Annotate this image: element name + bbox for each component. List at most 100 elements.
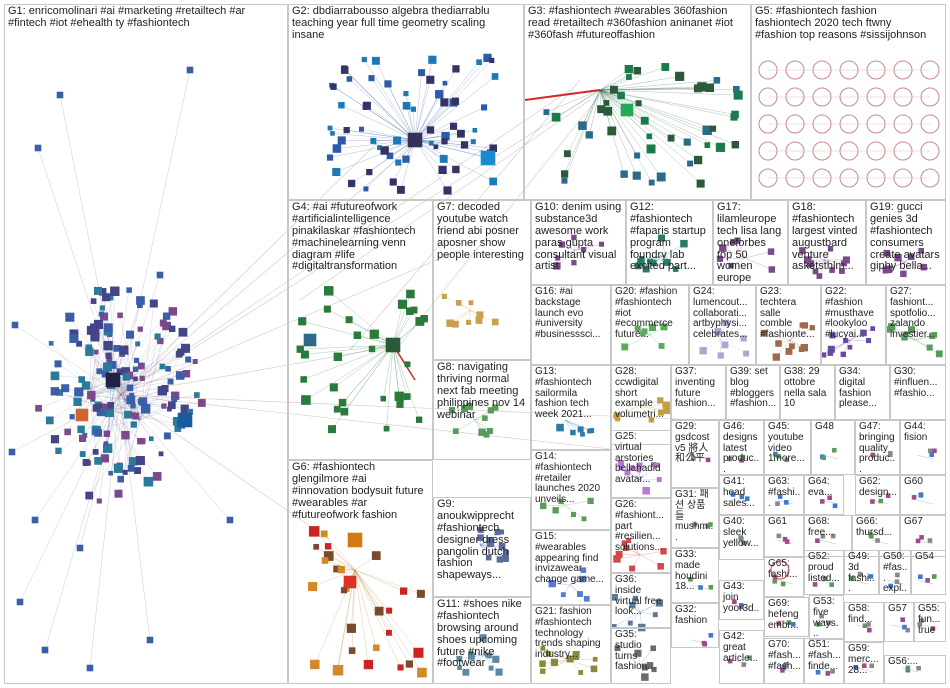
- network-node: [801, 344, 808, 351]
- network-node: [715, 328, 722, 335]
- network-edge: [600, 90, 707, 145]
- network-node: [364, 187, 368, 191]
- network-node: [447, 320, 454, 327]
- network-node: [482, 416, 487, 421]
- network-node: [499, 543, 505, 549]
- network-node: [153, 472, 161, 480]
- network-node: [932, 575, 936, 579]
- network-node: [456, 300, 461, 305]
- network-node: [139, 398, 147, 406]
- network-node: [816, 670, 820, 674]
- network-node: [104, 341, 113, 350]
- network-node: [136, 456, 144, 464]
- network-node: [417, 590, 424, 597]
- network-node: [732, 600, 736, 604]
- network-node: [662, 63, 669, 70]
- network-node: [163, 323, 170, 330]
- network-node: [55, 361, 61, 367]
- network-node: [301, 376, 307, 382]
- network-node: [552, 113, 560, 121]
- network-node: [862, 664, 866, 668]
- network-edge: [543, 505, 565, 506]
- network-node: [828, 246, 833, 251]
- network-node: [875, 539, 879, 543]
- network-node: [702, 641, 706, 645]
- network-node: [466, 320, 470, 324]
- network-node: [651, 646, 656, 651]
- network-node: [95, 457, 102, 464]
- network-node: [931, 627, 935, 631]
- network-node: [841, 352, 846, 357]
- network-node: [79, 377, 85, 383]
- network-node: [384, 426, 389, 431]
- network-node: [87, 391, 95, 399]
- network-node: [122, 431, 130, 439]
- network-edge: [564, 90, 600, 181]
- network-node: [661, 324, 667, 330]
- network-node: [338, 566, 345, 573]
- network-node: [386, 630, 391, 635]
- network-node: [140, 376, 145, 381]
- network-node: [625, 470, 630, 475]
- network-node: [664, 408, 670, 414]
- network-node: [604, 100, 609, 105]
- network-node: [421, 315, 428, 322]
- network-node: [348, 180, 355, 187]
- network-node: [777, 454, 781, 458]
- network-node: [722, 342, 728, 348]
- network-node: [473, 128, 477, 132]
- network-node: [359, 127, 363, 131]
- network-node: [731, 492, 735, 496]
- network-node: [691, 456, 695, 460]
- network-edge: [120, 250, 460, 395]
- network-node: [348, 533, 362, 547]
- network-node: [330, 384, 337, 391]
- network-node: [684, 139, 691, 146]
- network-node: [489, 666, 493, 670]
- network-node: [321, 531, 327, 537]
- network-node: [593, 657, 597, 661]
- network-node: [546, 651, 551, 656]
- network-node: [883, 267, 889, 273]
- network-edge: [625, 335, 650, 347]
- network-node: [479, 429, 486, 436]
- network-node: [35, 145, 41, 151]
- network-node: [928, 449, 932, 453]
- network-node: [346, 317, 352, 323]
- network-node: [406, 661, 413, 668]
- network-node: [487, 428, 493, 434]
- network-node: [411, 107, 416, 112]
- network-edge: [376, 61, 415, 140]
- network-node: [728, 457, 732, 461]
- network-node: [559, 242, 565, 248]
- network-node: [641, 674, 648, 681]
- network-edge: [456, 420, 475, 431]
- network-node: [434, 145, 438, 149]
- network-node: [843, 257, 849, 263]
- network-node: [633, 172, 641, 180]
- network-node: [481, 105, 486, 110]
- network-edge: [120, 395, 620, 450]
- network-node: [641, 117, 648, 124]
- network-node: [860, 330, 866, 336]
- network-node: [439, 166, 447, 174]
- network-node: [131, 404, 136, 409]
- network-node: [709, 585, 713, 589]
- network-node: [714, 77, 720, 83]
- network-node: [636, 101, 641, 106]
- network-node: [741, 455, 745, 459]
- network-edge: [640, 551, 664, 555]
- network-node: [322, 557, 328, 563]
- network-node: [369, 75, 374, 80]
- network-node: [581, 568, 586, 573]
- network-node: [133, 367, 138, 372]
- network-node: [406, 290, 414, 298]
- network-node: [490, 145, 497, 152]
- network-node: [42, 647, 48, 653]
- network-node: [706, 524, 710, 528]
- network-edge: [525, 90, 600, 100]
- network-edge: [720, 338, 744, 340]
- network-node: [94, 287, 101, 294]
- network-node: [95, 429, 102, 436]
- network-node: [867, 622, 871, 626]
